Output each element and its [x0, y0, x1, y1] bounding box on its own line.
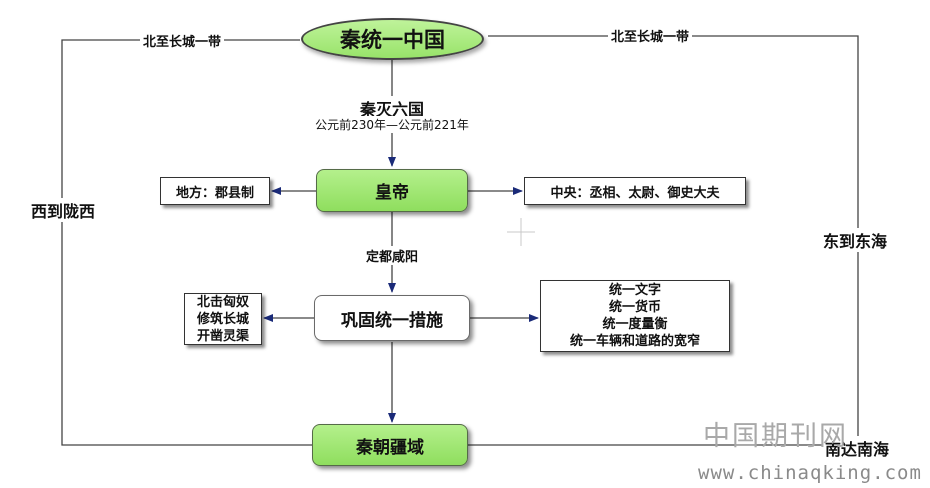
military-item: 开凿灵渠 [196, 328, 249, 344]
unify-item: 统一车辆和道路的宽窄 [569, 334, 700, 349]
label-south: 南达南海 [822, 436, 893, 460]
label-north-right: 北至长城一带 [608, 26, 693, 45]
watermark-url: www.chinaqking.com [698, 462, 922, 484]
node-territory: 秦朝疆域 [312, 424, 468, 466]
node-unify: 统一文字 统一货币 统一度量衡 统一车辆和道路的宽窄 [540, 280, 730, 352]
military-item: 北击匈奴 [196, 294, 249, 310]
node-consolidate-label: 巩固统一措施 [341, 310, 443, 331]
node-territory-label: 秦朝疆域 [356, 437, 424, 458]
node-local-label: 地方：郡县制 [175, 185, 254, 201]
frame-left-line [61, 39, 312, 446]
label-conquest-dates: 公元前230年—公元前221年 [302, 116, 482, 133]
unify-item: 统一度量衡 [602, 317, 668, 332]
watermark-cn: 中国期刊网 [703, 421, 848, 452]
label-capital: 定都咸阳 [345, 246, 439, 265]
node-emperor: 皇帝 [316, 169, 468, 212]
unify-item: 统一文字 [608, 283, 661, 298]
label-west: 西到陇西 [28, 198, 99, 222]
label-north-left: 北至长城一带 [140, 31, 225, 50]
military-item: 修筑长城 [196, 311, 249, 327]
node-central: 中央：丞相、太尉、御史大夫 [524, 177, 746, 205]
label-east: 东到东海 [820, 228, 891, 252]
node-root-label: 秦统一中国 [340, 28, 445, 52]
node-root: 秦统一中国 [301, 18, 484, 60]
unify-item: 统一货币 [608, 300, 661, 315]
node-military: 北击匈奴 修筑长城 开凿灵渠 [184, 293, 262, 345]
node-consolidate: 巩固统一措施 [314, 295, 470, 341]
frame-right-line [468, 35, 859, 446]
node-local: 地方：郡县制 [160, 177, 270, 205]
node-central-label: 中央：丞相、太尉、御史大夫 [550, 185, 720, 201]
node-emperor-label: 皇帝 [375, 183, 409, 203]
